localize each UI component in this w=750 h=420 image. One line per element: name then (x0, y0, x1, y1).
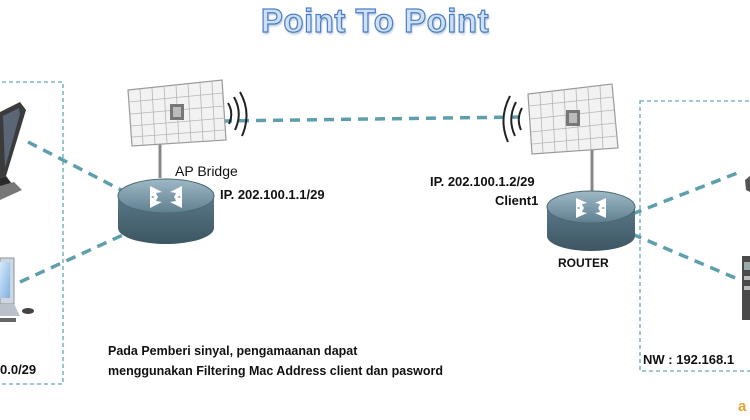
client-label: Client1 (495, 193, 539, 208)
security-note-line2: menggunakan Filtering Mac Address client… (108, 364, 444, 378)
left-network-address: 0.0/29 (0, 362, 37, 377)
left-network-box (0, 81, 64, 385)
grid-antenna-icon (527, 83, 619, 192)
wireless-signal-icon (227, 91, 248, 137)
grid-antenna-icon (127, 79, 227, 178)
link-laptop-router (27, 140, 126, 194)
ap-bridge-label: AP Bridge (175, 163, 238, 179)
network-links (19, 115, 741, 284)
router-icon (117, 178, 215, 244)
link-desktop-router (19, 232, 126, 284)
diagram-title: Point To Point (260, 1, 490, 39)
ip-left-label: IP. 202.100.1.1/29 (220, 187, 325, 202)
link-router-right-bottom (631, 232, 741, 282)
watermark-text: a (738, 398, 747, 415)
link-router-right-top (631, 170, 741, 216)
right-network-box (639, 100, 750, 372)
server-icon (742, 176, 750, 320)
ip-right-label: IP. 202.100.1.2/29 (430, 174, 535, 189)
router-label: ROUTER (558, 256, 609, 270)
wireless-signal-icon (502, 95, 523, 143)
link-wireless-bridge (221, 115, 521, 123)
desktop-computer-icon (0, 257, 34, 322)
security-note-line1: Pada Pemberi sinyal, pengamaanan dapat (108, 344, 358, 358)
laptop-icon (0, 102, 26, 200)
router-icon (546, 190, 636, 251)
right-network-address: NW : 192.168.1 (643, 352, 735, 367)
